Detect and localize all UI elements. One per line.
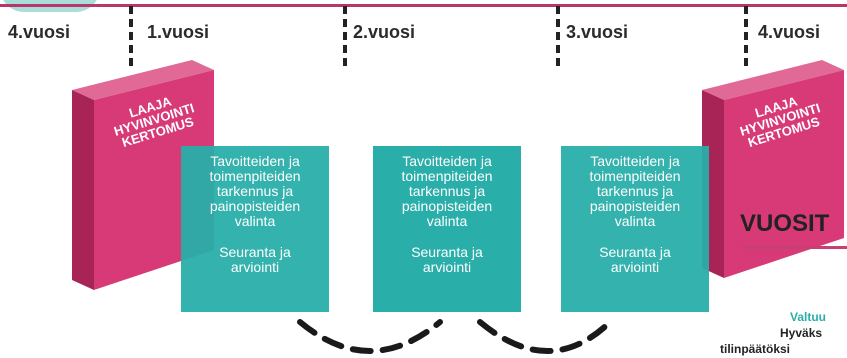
approval-label: Hyväks xyxy=(780,326,823,340)
step-box-main-text: Tavoitteiden ja toimenpiteiden tarkennus… xyxy=(401,153,493,229)
year-label-1: 1.vuosi xyxy=(147,22,210,42)
year-label-2: 2.vuosi xyxy=(353,22,416,42)
step-box-sub-text: Seuranta ja arviointi xyxy=(411,244,483,275)
year-divider-4 xyxy=(744,6,748,66)
year-divider-2 xyxy=(343,6,347,66)
year-label-0: 4.vuosi xyxy=(8,22,71,42)
council-label: Valtuu xyxy=(790,310,827,324)
step-box-1: Tavoitteiden ja toimenpiteiden tarkennus… xyxy=(181,146,329,312)
cycle-arc-2 xyxy=(477,319,613,354)
annual-heading: VUOSIT xyxy=(740,210,830,237)
year-divider-3 xyxy=(556,6,560,66)
step-box-main-text: Tavoitteiden ja toimenpiteiden tarkennus… xyxy=(209,153,301,229)
annual-heading-underline xyxy=(740,246,847,249)
timeline-line xyxy=(0,4,847,7)
step-box-2: Tavoitteiden ja toimenpiteiden tarkennus… xyxy=(373,146,521,312)
cycle-arc-1 xyxy=(297,319,443,354)
year-label-3: 3.vuosi xyxy=(566,22,629,42)
financial-statement-label: tilinpäätöksi xyxy=(720,342,791,356)
step-box-main-text: Tavoitteiden ja toimenpiteiden tarkennus… xyxy=(589,153,681,229)
step-box-3: Tavoitteiden ja toimenpiteiden tarkennus… xyxy=(561,146,709,312)
year-label-4: 4.vuosi xyxy=(758,22,821,42)
step-box-sub-text: Seuranta ja arviointi xyxy=(219,244,291,275)
year-divider-1 xyxy=(129,6,133,66)
step-box-sub-text: Seuranta ja arviointi xyxy=(599,244,671,275)
